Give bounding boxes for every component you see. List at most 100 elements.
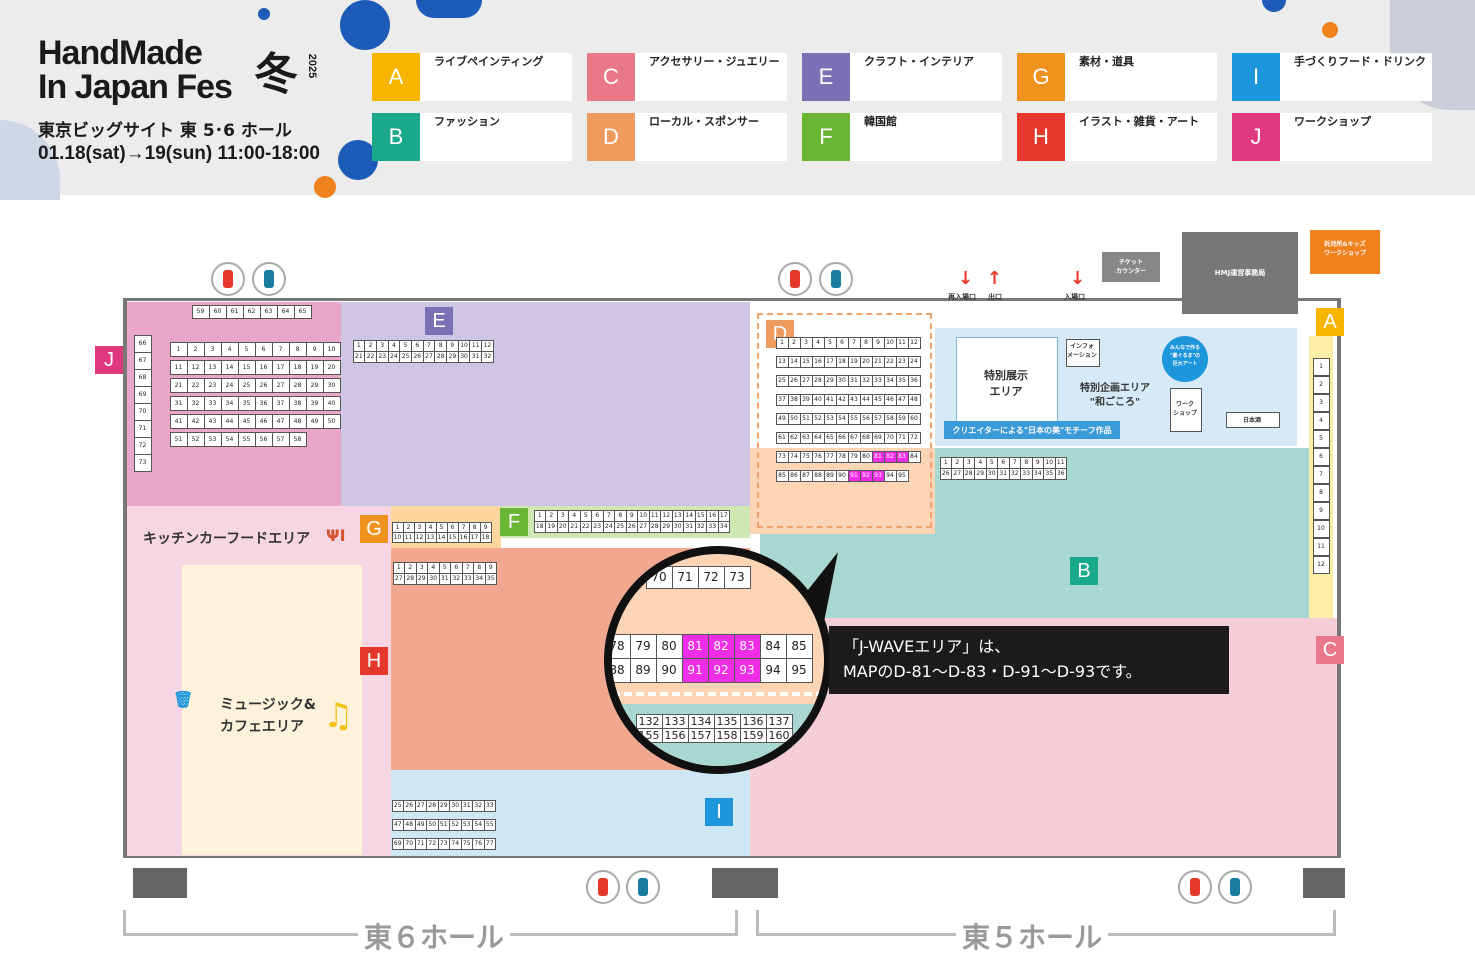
booth[interactable]: 4 (1312, 411, 1330, 430)
booth[interactable]: 25 (775, 374, 789, 387)
booth[interactable]: 36 (907, 374, 921, 387)
booth[interactable]: 24 (387, 350, 401, 363)
booth[interactable]: 52 (811, 412, 825, 425)
booth[interactable]: 36 (1054, 467, 1067, 480)
booth[interactable]: 11 (1312, 537, 1330, 556)
booth[interactable]: 3 (1312, 393, 1330, 412)
booth[interactable]: 31 (169, 395, 188, 411)
booth[interactable]: 35 (1043, 467, 1056, 480)
booth[interactable]: 66 (835, 431, 849, 444)
booth[interactable]: 24 (907, 355, 921, 368)
booth[interactable]: 43 (203, 413, 222, 429)
booth[interactable]: 8 (1312, 483, 1330, 502)
booth[interactable]: 64 (276, 304, 295, 319)
booth[interactable]: 63 (259, 304, 278, 319)
booth[interactable]: 86 (787, 469, 801, 482)
booth[interactable]: 27 (951, 467, 964, 480)
booth[interactable]: 35 (237, 395, 256, 411)
booth[interactable]: 135 (713, 713, 741, 729)
booth[interactable]: 3 (203, 341, 222, 357)
booth[interactable]: 55 (483, 818, 496, 831)
booth[interactable]: 26 (939, 467, 952, 480)
booth[interactable]: 15 (799, 355, 813, 368)
booth[interactable]: 69 (391, 837, 404, 850)
booth[interactable]: 72 (697, 565, 725, 589)
booth[interactable]: 79 (629, 633, 657, 659)
booth[interactable]: 17 (271, 359, 290, 375)
booth[interactable]: 34 (220, 395, 239, 411)
booth[interactable]: 10 (322, 341, 341, 357)
booth[interactable]: 5 (1312, 429, 1330, 448)
booth[interactable]: 37 (271, 395, 290, 411)
booth[interactable]: 23 (203, 377, 222, 393)
booth[interactable]: 81 (681, 633, 709, 659)
booth[interactable]: 95 (785, 657, 813, 683)
booth[interactable]: 6 (254, 341, 273, 357)
booth[interactable]: 71 (671, 565, 699, 589)
booth[interactable]: 69 (133, 385, 152, 404)
booth[interactable]: 58 (288, 431, 307, 447)
booth[interactable]: 10 (1312, 519, 1330, 538)
booth[interactable]: 46 (254, 413, 273, 429)
booth[interactable]: 33 (483, 799, 496, 812)
booth[interactable]: 20 (322, 359, 341, 375)
booth[interactable]: 40 (322, 395, 341, 411)
booth[interactable]: 72 (133, 436, 152, 455)
booth[interactable]: 5 (237, 341, 256, 357)
booth[interactable]: 45 (237, 413, 256, 429)
booth[interactable]: 137 (765, 713, 793, 729)
booth[interactable]: 80 (655, 633, 683, 659)
booth[interactable]: 85 (785, 633, 813, 659)
booth[interactable]: 30 (322, 377, 341, 393)
booth[interactable]: 7 (271, 341, 290, 357)
booth[interactable]: 70 (645, 565, 673, 589)
booth[interactable]: 42 (835, 393, 849, 406)
booth[interactable]: 14 (220, 359, 239, 375)
booth[interactable]: 48 (288, 413, 307, 429)
booth[interactable]: 29 (660, 520, 673, 533)
booth[interactable]: 71 (133, 419, 152, 438)
booth[interactable]: 12 (907, 336, 921, 349)
booth[interactable]: 156 (661, 727, 689, 743)
booth[interactable]: 9 (1312, 501, 1330, 520)
booth[interactable]: 12 (186, 359, 205, 375)
booth[interactable]: 31 (438, 572, 451, 585)
booth[interactable]: 70 (883, 431, 897, 444)
booth[interactable]: 15 (237, 359, 256, 375)
booth[interactable]: 73 (775, 450, 789, 463)
booth[interactable]: 67 (133, 351, 152, 370)
booth[interactable]: 63 (799, 431, 813, 444)
booth[interactable]: 53 (203, 431, 222, 447)
booth[interactable]: 132 (635, 713, 663, 729)
booth[interactable]: 92 (707, 657, 735, 683)
booth[interactable]: 38 (288, 395, 307, 411)
booth[interactable]: 159 (739, 727, 767, 743)
booth[interactable]: 33 (1020, 467, 1033, 480)
booth[interactable]: 33 (706, 520, 719, 533)
booth[interactable]: 18 (479, 531, 492, 543)
booth[interactable]: 157 (687, 727, 715, 743)
booth[interactable]: 26 (254, 377, 273, 393)
booth[interactable]: 9 (484, 561, 497, 574)
booth[interactable]: 90 (655, 657, 683, 683)
booth[interactable]: 32 (186, 395, 205, 411)
booth[interactable]: 42 (186, 413, 205, 429)
booth[interactable]: 75 (799, 450, 813, 463)
booth[interactable]: 28 (434, 350, 447, 363)
booth[interactable]: 85 (775, 469, 789, 482)
booth[interactable]: 62 (242, 304, 261, 319)
booth[interactable]: 13 (203, 359, 222, 375)
booth[interactable]: 36 (254, 395, 273, 411)
booth[interactable]: 49 (305, 413, 324, 429)
booth[interactable]: 84 (759, 633, 787, 659)
booth[interactable]: 22 (186, 377, 205, 393)
booth[interactable]: 2 (1312, 375, 1330, 394)
booth[interactable]: 21 (169, 377, 188, 393)
booth[interactable]: 136 (739, 713, 767, 729)
booth[interactable]: 84 (907, 450, 921, 463)
booth[interactable]: 61 (225, 304, 244, 319)
booth[interactable]: 91 (681, 657, 709, 683)
booth[interactable]: 47 (895, 393, 909, 406)
booth[interactable]: 34 (1031, 467, 1044, 480)
booth[interactable]: 32 (481, 350, 494, 363)
